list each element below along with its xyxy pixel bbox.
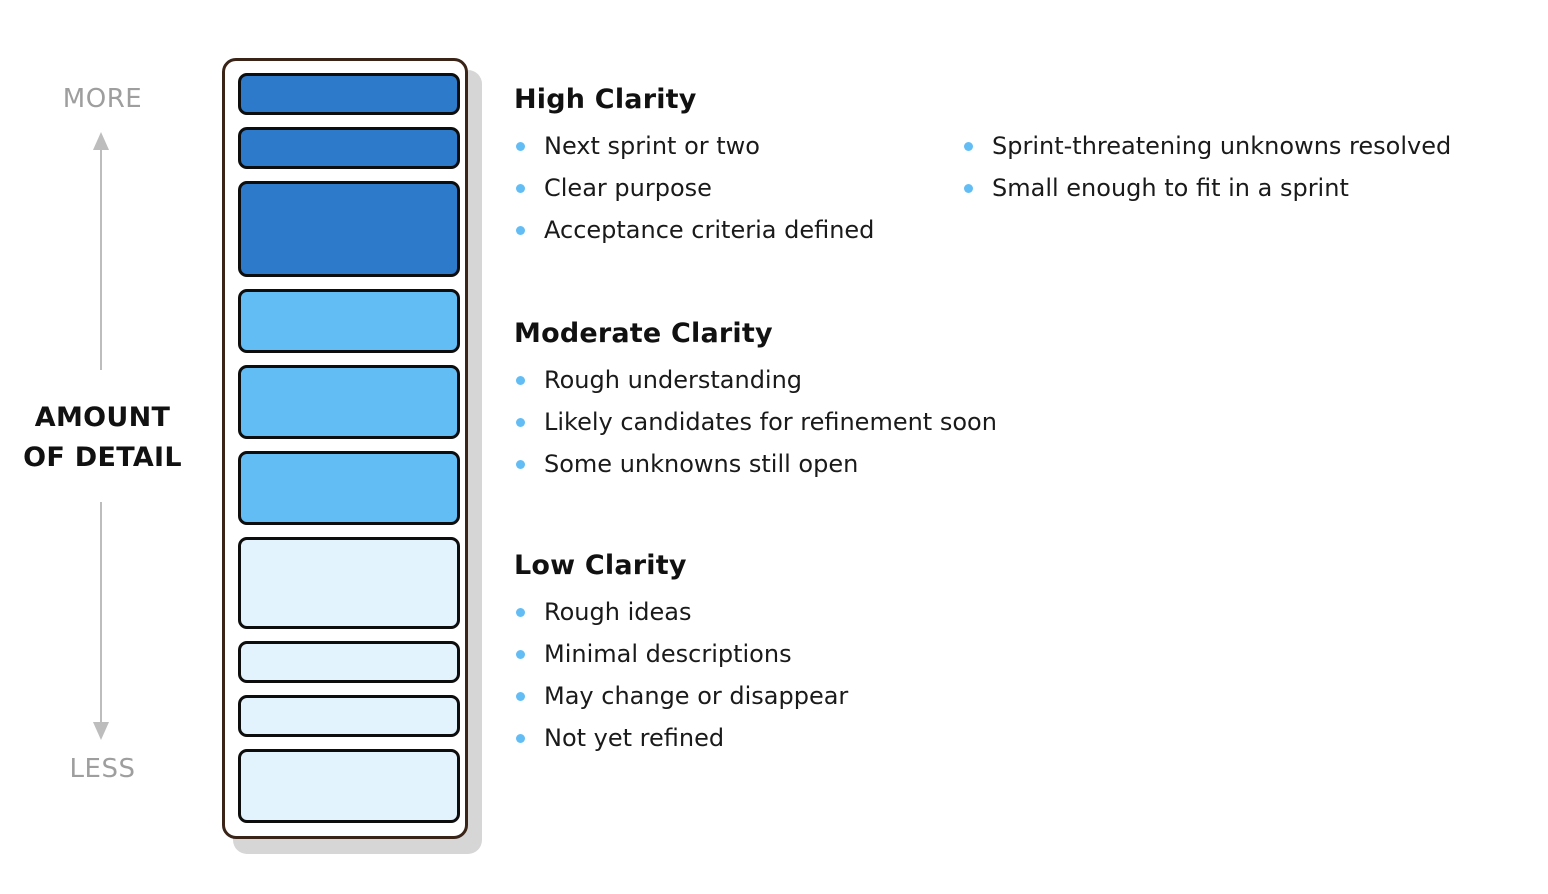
axis-title: AMOUNT OF DETAIL <box>0 398 205 478</box>
arrow-down-line <box>100 502 102 724</box>
list-item: Rough ideas <box>514 595 962 637</box>
list-item: Not yet refined <box>514 721 962 763</box>
axis-title-line2: OF DETAIL <box>23 442 182 473</box>
backlog-item-moderate <box>238 289 460 353</box>
section-high-clarity: High Clarity Next sprint or two Clear pu… <box>514 84 1451 255</box>
axis-bottom-label: LESS <box>69 754 136 784</box>
list-item: Minimal descriptions <box>514 637 962 679</box>
arrow-up-icon <box>93 132 109 150</box>
arrow-down-icon <box>93 722 109 740</box>
backlog-item-low <box>238 641 460 683</box>
backlog-item-low <box>238 537 460 629</box>
axis-top-label: MORE <box>62 84 143 114</box>
backlog-column <box>222 58 468 839</box>
section-moderate-clarity: Moderate Clarity Rough understanding Lik… <box>514 318 997 489</box>
section-low-clarity: Low Clarity Rough ideas Minimal descript… <box>514 550 962 763</box>
list-item: Next sprint or two <box>514 129 962 171</box>
backlog-item-low <box>238 749 460 823</box>
axis-title-line1: AMOUNT <box>34 402 171 433</box>
detail-axis: MORE AMOUNT OF DETAIL LESS <box>0 0 205 894</box>
backlog-item-moderate <box>238 451 460 525</box>
list-item: Clear purpose <box>514 171 962 213</box>
list-item: Likely candidates for refinement soon <box>514 405 997 447</box>
backlog-item-high <box>238 181 460 277</box>
arrow-up-line <box>100 148 102 370</box>
backlog-item-high <box>238 127 460 169</box>
list-item: Sprint-threatening unknowns resolved <box>962 129 1451 171</box>
backlog-item-moderate <box>238 365 460 439</box>
list-item: May change or disappear <box>514 679 962 721</box>
list-item: Some unknowns still open <box>514 447 962 489</box>
bullet-list: Next sprint or two Clear purpose Accepta… <box>514 129 962 255</box>
list-item: Acceptance criteria defined <box>514 213 962 255</box>
bullet-list: Sprint-threatening unknowns resolved Sma… <box>962 129 1451 255</box>
section-title: High Clarity <box>514 84 697 115</box>
backlog-item-high <box>238 73 460 115</box>
bullet-list: Rough understanding Likely candidates fo… <box>514 363 997 489</box>
backlog-item-low <box>238 695 460 737</box>
clarity-descriptions: High Clarity Next sprint or two Clear pu… <box>514 0 1534 894</box>
section-title: Moderate Clarity <box>514 318 773 349</box>
section-title: Low Clarity <box>514 550 687 581</box>
bullet-list: Rough ideas Minimal descriptions May cha… <box>514 595 962 763</box>
list-item: Rough understanding <box>514 363 962 405</box>
list-item: Small enough to fit in a sprint <box>962 171 1451 213</box>
